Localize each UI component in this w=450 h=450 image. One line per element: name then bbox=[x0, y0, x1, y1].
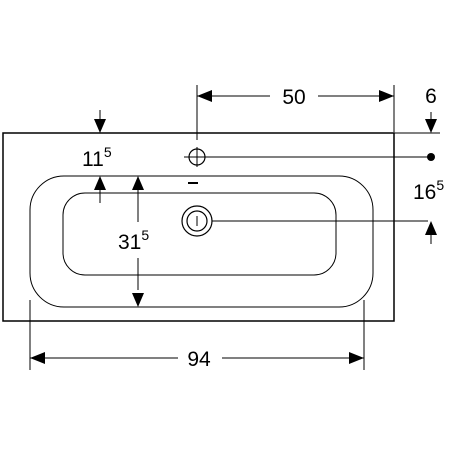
dimension-label-6: 6 bbox=[425, 85, 437, 108]
dimension-label-50: 50 bbox=[282, 86, 305, 109]
dimension-31-5 bbox=[132, 176, 144, 307]
dimension-label-11-5: 115 bbox=[82, 144, 112, 171]
dimension-94 bbox=[29, 300, 365, 370]
bowl-inner-contour bbox=[62, 192, 337, 276]
dimension-label-16-5: 165 bbox=[413, 177, 444, 204]
centerline-dot-icon bbox=[427, 153, 435, 161]
bowl-outer-contour bbox=[29, 175, 374, 308]
drain-icon bbox=[181, 205, 213, 237]
dimension-16-5 bbox=[425, 221, 437, 244]
dimension-label-31-5: 315 bbox=[118, 227, 149, 254]
dimension-50 bbox=[196, 85, 395, 140]
dimension-6 bbox=[394, 112, 440, 134]
tap-hole-icon bbox=[184, 147, 210, 167]
basin-outer-rim bbox=[2, 132, 395, 322]
dimension-label-94: 94 bbox=[187, 348, 211, 371]
dimension-11-5 bbox=[94, 110, 106, 203]
